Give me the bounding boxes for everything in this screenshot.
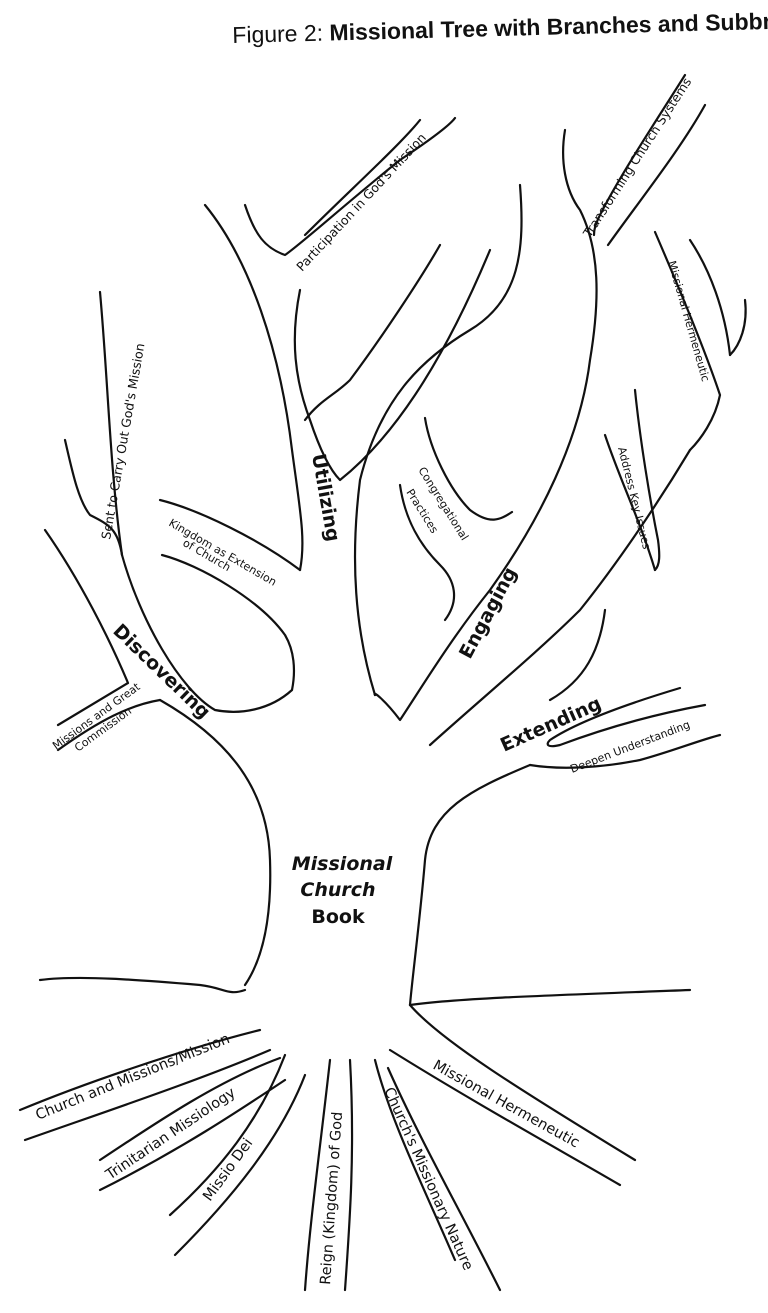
trunk-label-line3: Book [311, 906, 365, 928]
participation-branch [293, 248, 492, 482]
root-missio-lower [173, 1073, 307, 1257]
main-branch-utilizing: Utilizing [307, 452, 344, 543]
sub-address: Address Key Issues [615, 446, 653, 551]
hermeneutic-branch-side [688, 238, 732, 357]
root-hermeneutic-upper [408, 1003, 637, 1162]
sub-hermeneutic-top: Missional Hermeneutic [665, 259, 712, 383]
root-label-reign: Reign (Kingdom) of God [318, 1111, 346, 1285]
sub-kingdom-1: Kingdom as Extension [167, 516, 279, 588]
root-label-hermeneutic: Missional Hermeneutic [430, 1058, 582, 1152]
deepen-branch-b [528, 733, 722, 769]
trunk-label-line1: Missional [292, 853, 393, 875]
trunk-left-edge [158, 698, 272, 987]
sub-deepen: Deepen Understanding [568, 718, 691, 776]
engaging-branch-left [353, 183, 523, 697]
root-reign-right [343, 1058, 354, 1292]
root-nature-left [373, 1058, 457, 1262]
tree-outline [18, 73, 747, 1292]
root-trinitarian-upper [98, 1056, 282, 1162]
root-hermeneutic-lower [388, 1048, 622, 1187]
sent-branch-upper [63, 438, 124, 557]
root-nature-right [386, 1066, 502, 1292]
root-church-missions-lower [23, 1048, 272, 1142]
discovering-branch-outer [43, 528, 130, 727]
hermeneutic-branch-top [653, 230, 722, 452]
root-label-missionary-nature: Church's Missionary Nature [380, 1085, 475, 1273]
extending-branch-upper [428, 448, 692, 747]
sub-transforming: Transforming Church Systems [579, 75, 694, 241]
utilizing-inner-a [303, 118, 422, 237]
address-branch [603, 433, 657, 572]
sent-branch [98, 290, 296, 713]
ground-left [38, 976, 247, 994]
congregational-inner [398, 483, 456, 622]
congregational-branch [423, 416, 514, 521]
hermeneutic-branch-tip [728, 298, 747, 357]
root-label-missio-dei: Missio Dei [200, 1136, 256, 1205]
utilizing-inner-b [303, 243, 442, 422]
root-trinitarian-lower [98, 1078, 287, 1192]
utilizing-branch-left [203, 203, 304, 572]
deepen-branch [546, 686, 707, 748]
address-branch-b [633, 388, 661, 572]
sub-participation: Participation in God's Mission [293, 130, 429, 274]
ground-right [408, 988, 692, 1007]
trunk-right-edge [408, 763, 532, 1007]
transforming-branch-b [606, 103, 707, 247]
trunk-label-line2: Church [300, 879, 375, 901]
transforming-branch [592, 73, 687, 237]
utilizing-branch-right [243, 116, 457, 257]
root-missio-upper [168, 1053, 287, 1217]
discovering-branch-inner [56, 698, 162, 752]
kingdom-branch [158, 498, 302, 572]
root-church-missions-upper [18, 1028, 262, 1112]
engaging-branch-right [373, 128, 598, 722]
main-branch-engaging: Engaging [455, 564, 521, 663]
root-reign-left [303, 1058, 332, 1292]
extending-branch-lower [548, 608, 607, 702]
